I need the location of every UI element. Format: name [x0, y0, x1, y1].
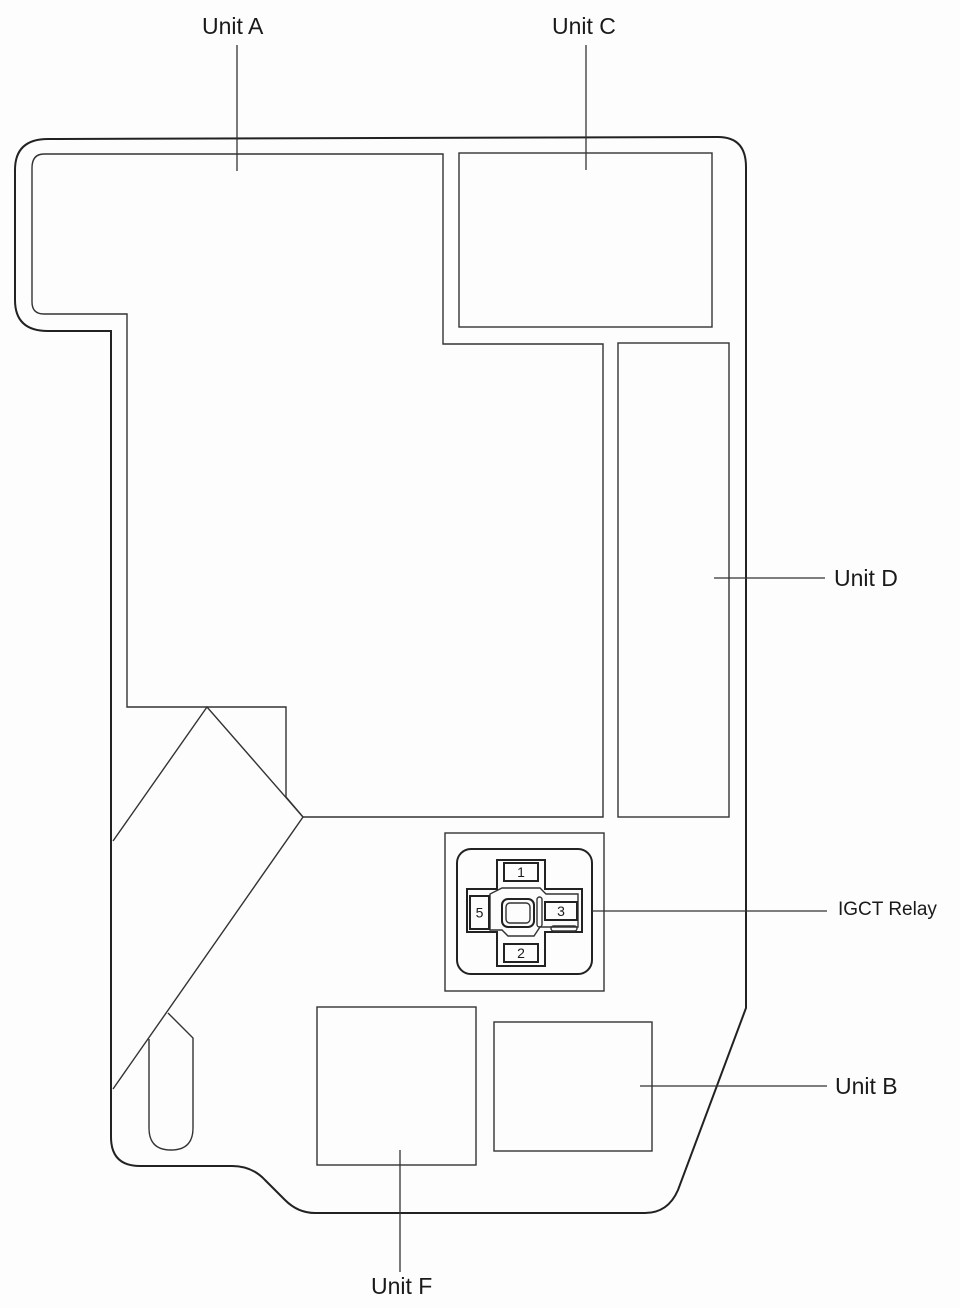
- unit-d-label: Unit D: [834, 565, 898, 591]
- unit-c-box: [458, 152, 713, 328]
- relay-pin-5: [469, 895, 490, 930]
- lower-left-slot: [148, 1012, 194, 1151]
- relay-pin-2-label: 2: [517, 945, 525, 961]
- relay-vertical-slot: [536, 896, 543, 928]
- relay-frame: [444, 832, 605, 992]
- housing-outer-outline: [14, 135, 747, 1214]
- relay-cross-outline: [466, 859, 583, 967]
- relay-center-contact: [501, 898, 535, 928]
- diagonal-bracket: [112, 705, 304, 1090]
- igct-relay-socket: 1 2 5 3: [444, 832, 605, 992]
- housing-inner-outline: [31, 153, 604, 818]
- relay-pin-1-label: 1: [517, 864, 525, 880]
- unit-f-label: Unit F: [371, 1273, 433, 1299]
- relay-pin-3: [544, 901, 578, 921]
- relay-pin-3-label: 3: [557, 903, 565, 919]
- unit-b-label: Unit B: [835, 1073, 898, 1099]
- unit-a-label: Unit A: [202, 13, 264, 39]
- relay-pin-2: [503, 943, 539, 963]
- relay-horizontal-slot: [550, 925, 578, 932]
- igct-relay-label: IGCT Relay: [838, 899, 937, 920]
- unit-b-box: [493, 1021, 653, 1152]
- relay-pin-5-label: 5: [476, 905, 484, 921]
- unit-c-label: Unit C: [552, 13, 616, 39]
- relay-center-contact-inner: [505, 902, 531, 924]
- unit-d-box: [617, 342, 730, 818]
- relay-pin-1: [503, 862, 539, 882]
- unit-f-box: [316, 1006, 477, 1166]
